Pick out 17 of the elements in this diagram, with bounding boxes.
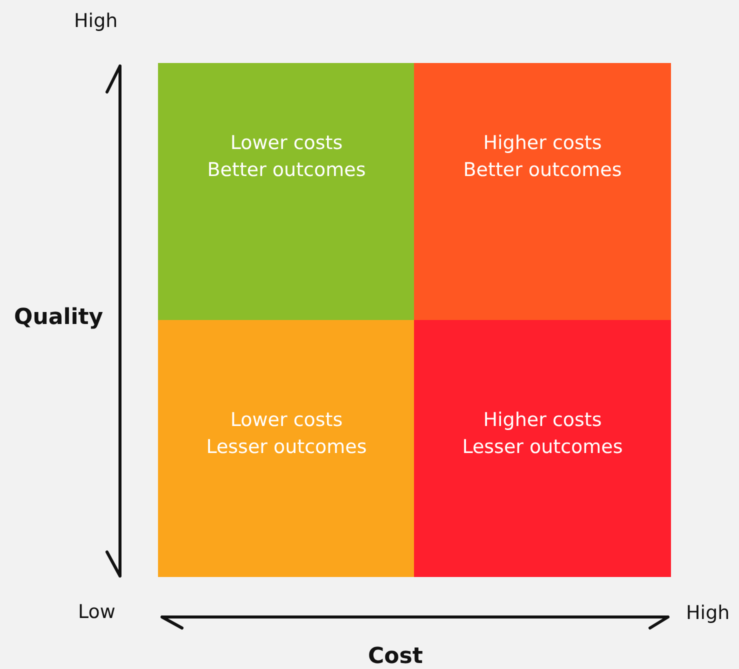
- quadrant-text: Lower costs: [230, 408, 343, 432]
- quadrant-text: Higher costs: [483, 408, 602, 432]
- quadrant-text: Lesser outcomes: [462, 434, 623, 460]
- quadrant-box: [158, 320, 415, 577]
- quadrant-box: [414, 320, 671, 577]
- quadrant-text: Better outcomes: [207, 158, 366, 182]
- quadrant-box: [158, 63, 415, 320]
- quadrant-text: Better outcomes: [463, 158, 622, 182]
- quadrant-box: [414, 63, 671, 320]
- axis-title: Quality: [14, 305, 104, 330]
- quadrant-text: Lower costs: [230, 130, 343, 156]
- axis-end-label: Low: [78, 601, 116, 623]
- axis-end-label: High: [74, 10, 118, 32]
- quadrant-text: Higher costs: [483, 130, 602, 156]
- quadrant-text: Lesser outcomes: [206, 434, 367, 460]
- axis-title: Cost: [368, 644, 423, 669]
- axis-end-label: High: [686, 602, 730, 624]
